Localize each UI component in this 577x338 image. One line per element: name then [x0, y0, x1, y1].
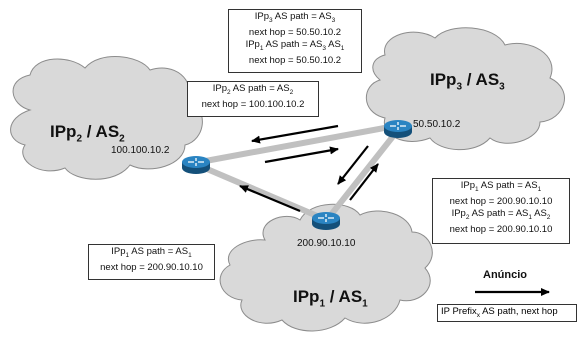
announcement-box-left-upper: IPp2 AS path = AS2 next hop = 100.100.10…: [187, 81, 319, 117]
router-as1: [312, 212, 340, 230]
router-as2: [182, 156, 210, 174]
arrow-as1-to-as2: [239, 184, 301, 213]
cloud-as2: [10, 56, 203, 180]
announcement-box-right: IPp1 AS path = AS1 next hop = 200.90.10.…: [432, 178, 570, 244]
router-ip-as3: 50.50.10.2: [413, 119, 461, 130]
cloud-label-as2: IPp2 / AS2: [50, 122, 125, 145]
router-ip-as1: 200.90.10.10: [297, 238, 356, 249]
legend-title: Anúncio: [483, 269, 527, 281]
announcement-box-left-lower: IPp1 AS path = AS1 next hop = 200.90.10.…: [88, 244, 215, 280]
links: [197, 123, 401, 221]
arrow-as3-to-as1: [337, 145, 369, 185]
router-ip-as2: 100.100.10.2: [111, 145, 170, 156]
link-as2-as3: [197, 123, 398, 165]
arrows: [239, 124, 550, 296]
announcement-box-top: IPp3 AS path = AS3 next hop = 50.50.10.2…: [228, 9, 362, 73]
arrow-as1-to-as3: [349, 163, 379, 201]
cloud-as3: [365, 27, 565, 151]
cloud-label-as1: IPp1 / AS1: [293, 287, 368, 310]
router-as3: [384, 120, 412, 138]
legend-box: IP Prefixx AS path, next hop: [437, 304, 577, 322]
arrow-as2-to-as3: [264, 146, 339, 164]
cloud-label-as3: IPp3 / AS3: [430, 70, 505, 93]
arrow-as3-to-as2: [251, 124, 339, 144]
link-as2-as1: [197, 163, 325, 221]
link-as3-as1: [327, 127, 401, 219]
